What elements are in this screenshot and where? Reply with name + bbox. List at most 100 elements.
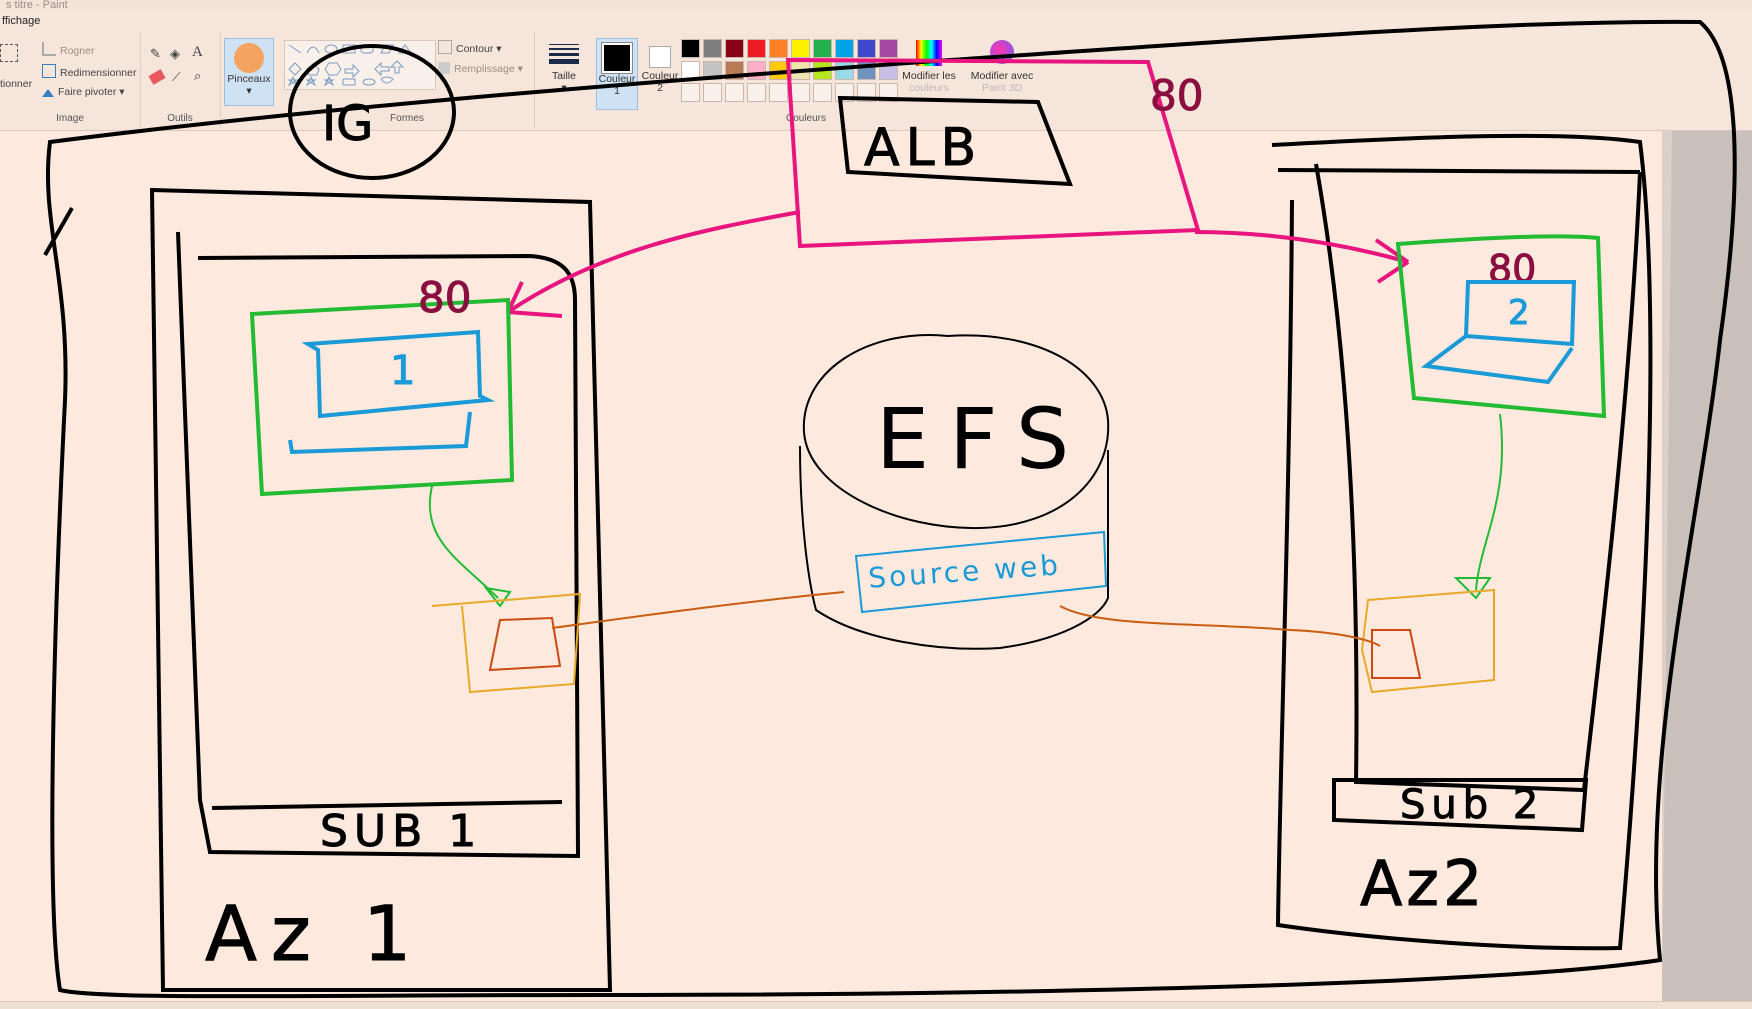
fill-shape-button[interactable]: Remplissage ▾ xyxy=(438,62,523,75)
palette-swatch[interactable] xyxy=(703,39,722,58)
palette-empty-swatch[interactable] xyxy=(725,83,744,102)
palette-empty-swatch[interactable] xyxy=(813,83,832,102)
rotate-label: Faire pivoter xyxy=(58,86,117,98)
palette-swatch[interactable] xyxy=(813,39,832,58)
subnet2-label-box xyxy=(1332,778,1589,833)
subnet1-box xyxy=(176,231,581,859)
alb-label: ALB xyxy=(864,118,982,178)
efs-link-left xyxy=(551,591,845,629)
palette-swatch[interactable] xyxy=(879,39,898,58)
sg-right-connector xyxy=(1453,413,1504,600)
fill-label: Remplissage xyxy=(454,63,515,75)
subnet2-label: Sub 2 xyxy=(1400,782,1544,828)
az1-box xyxy=(149,187,613,992)
color1-swatch xyxy=(601,42,633,74)
color2-label: Couleur xyxy=(641,70,679,82)
resize-button[interactable]: Redimensionner xyxy=(42,64,136,79)
color1-button[interactable]: Couleur 1 xyxy=(596,38,638,110)
menu-bar: ffichage xyxy=(0,12,1752,32)
size-icon xyxy=(549,44,579,64)
alb-port: 80 xyxy=(1150,71,1203,120)
select-button[interactable] xyxy=(0,44,22,63)
sg-left-box xyxy=(249,297,515,497)
sg-right-box xyxy=(1395,234,1607,419)
edit-colors-label: Modifier les xyxy=(902,70,956,82)
efs-label: EFS xyxy=(876,390,1089,488)
palette-empty-swatch[interactable] xyxy=(703,83,722,102)
chevron-down-icon: ▾ xyxy=(246,85,252,97)
alb-arrow-right xyxy=(1194,230,1410,284)
text-icon[interactable]: A xyxy=(192,44,203,60)
sg-left-port: 80 xyxy=(418,273,471,322)
alb-arrow-left xyxy=(506,210,801,318)
sg-right-port: 80 xyxy=(1488,247,1536,291)
palette-swatch[interactable] xyxy=(857,39,876,58)
alb-box xyxy=(785,57,1201,249)
mount-left-inner xyxy=(488,616,562,672)
status-bar xyxy=(0,1001,1752,1009)
color2-swatch xyxy=(649,46,671,68)
outline-button[interactable]: Contour ▾ xyxy=(438,40,502,55)
palette-swatch[interactable] xyxy=(835,39,854,58)
palette-swatch[interactable] xyxy=(725,39,744,58)
color2-button[interactable]: Couleur 2 xyxy=(640,38,680,108)
efs-cylinder-body xyxy=(799,445,1109,650)
subnet2-box xyxy=(1314,163,1642,793)
edit-colors-label-2: couleurs xyxy=(909,82,949,94)
palette-swatch[interactable] xyxy=(747,39,766,58)
paint3d-button[interactable]: Modifier avec Paint 3D xyxy=(966,40,1038,110)
source-web-box xyxy=(854,530,1108,614)
subnet1-label: SUB 1 xyxy=(320,806,482,857)
menu-view[interactable]: ffichage xyxy=(2,15,41,27)
instance-left-number: 1 xyxy=(390,348,415,394)
palette-swatch[interactable] xyxy=(681,39,700,58)
crop-button[interactable]: Rogner xyxy=(42,42,94,57)
az2-label: Az2 xyxy=(1360,847,1486,920)
size-button[interactable]: Taille ▾ xyxy=(544,38,584,108)
tools-group: ✎ ◈ A ⟋ ⌕ Outils xyxy=(140,32,221,128)
window-title: s titre - Paint xyxy=(6,0,68,11)
crop-icon xyxy=(42,42,56,56)
mount-left-box xyxy=(431,592,582,694)
brushes-button[interactable]: Pinceaux ▾ xyxy=(224,38,274,106)
brush-icon xyxy=(234,43,264,73)
outline-label: Contour xyxy=(456,43,494,55)
palette-empty-swatch[interactable] xyxy=(747,83,766,102)
outline-icon xyxy=(438,40,452,54)
shapes-gallery-icons xyxy=(287,44,412,87)
vpc-left-tick xyxy=(43,207,74,256)
palette-empty-swatch[interactable] xyxy=(681,83,700,102)
az2-inner xyxy=(1277,168,1641,174)
palette-swatch[interactable] xyxy=(769,39,788,58)
rotate-button[interactable]: Faire pivoter ▾ xyxy=(42,86,125,98)
crop-label: Rogner xyxy=(60,45,95,57)
palette-empty-swatch[interactable] xyxy=(769,83,788,102)
color1-number: 1 xyxy=(614,85,620,97)
brushes-label: Pinceaux xyxy=(227,73,271,85)
magnifier-icon[interactable]: ⌕ xyxy=(194,68,202,83)
az2-box xyxy=(1271,133,1653,951)
canvas-scroll-shadow xyxy=(1662,131,1752,1001)
colors-group-label: Couleurs xyxy=(785,113,827,124)
instance-left xyxy=(288,329,496,455)
resize-icon xyxy=(42,64,56,78)
color-picker-icon[interactable]: ⟋ xyxy=(172,70,181,84)
mount-right-inner xyxy=(1371,629,1422,679)
fill-icon[interactable]: ◈ xyxy=(170,46,180,61)
paint3d-label: Modifier avec xyxy=(970,70,1034,82)
select-label[interactable]: tionner xyxy=(0,78,33,90)
image-group: tionner Rogner Redimensionner Faire pivo… xyxy=(0,32,141,128)
efs-link-right xyxy=(1059,605,1381,647)
ig-label: IG xyxy=(322,96,373,152)
palette-swatch[interactable] xyxy=(791,39,810,58)
az1-label: Az 1 xyxy=(205,889,425,978)
title-bar: s titre - Paint xyxy=(0,0,1752,12)
tools-group-label: Outils xyxy=(167,113,193,124)
pencil-icon[interactable]: ✎ xyxy=(150,46,161,61)
rotate-icon xyxy=(42,89,54,97)
vpc-outline xyxy=(46,19,1737,999)
subnet1-label-line xyxy=(211,800,563,810)
paint3d-label-2: Paint 3D xyxy=(981,82,1023,94)
source-web-label: Source web xyxy=(867,548,1062,594)
